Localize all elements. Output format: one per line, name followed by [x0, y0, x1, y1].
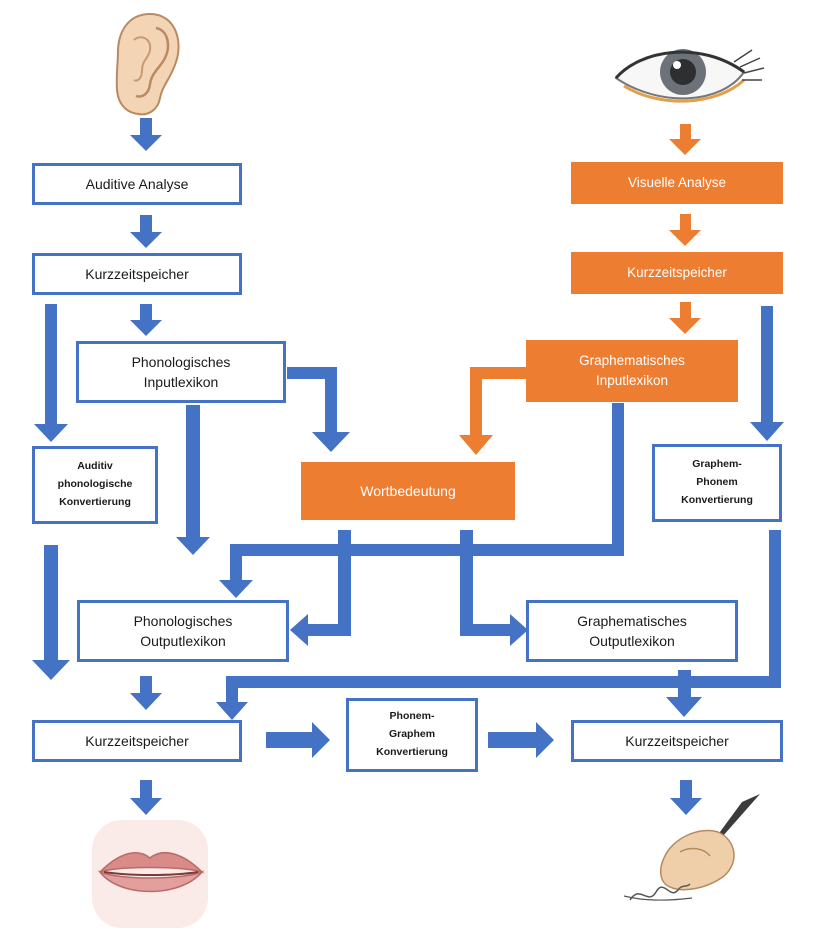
arrow-kurzzeit-to-hand — [670, 780, 702, 815]
label-wortbedeutung: Wortbedeutung — [360, 482, 456, 499]
arrow-kurzzeit-to-apk — [34, 304, 68, 442]
label-kurzzeitspeicher-writing: Kurzzeitspeicher — [625, 732, 729, 749]
label-visuelle-analyse: Visuelle Analyse — [627, 175, 727, 191]
arrow-kurzzeit-to-graph-input — [669, 302, 701, 334]
label-phonem-graphem-konvertierung: Phonem- Graphem Konvertierung — [376, 710, 448, 758]
box-auditiv-phonologische-konvertierung: Auditiv phonologische Konvertierung — [32, 446, 158, 524]
arrow-graph-output-to-kurzzeit-writing — [666, 670, 702, 717]
box-graphematisches-outputlexikon: Graphematisches Outputlexikon — [526, 600, 738, 662]
arrow-kurzzeit-to-pgk — [266, 722, 330, 758]
box-phonologisches-outputlexikon: Phonologisches Outputlexikon — [77, 600, 289, 662]
arrow-kurzzeit-to-lips — [130, 780, 162, 815]
box-phonem-graphem-konvertierung: Phonem- Graphem Konvertierung — [346, 698, 478, 772]
arrow-phon-input-to-wortbedeutung — [287, 367, 350, 452]
arrow-ear-to-auditive — [130, 118, 162, 151]
arrow-graph-input-to-phon-output — [219, 403, 624, 598]
lips-icon — [92, 820, 208, 928]
label-kurzzeitspeicher-auditory: Kurzzeitspeicher — [85, 265, 189, 282]
box-auditive-analyse: Auditive Analyse — [32, 163, 242, 205]
box-phonologisches-inputlexikon: Phonologisches Inputlexikon — [76, 341, 286, 403]
box-visuelle-analyse: Visuelle Analyse — [571, 162, 783, 204]
label-phonologisches-inputlexikon: Phonologisches Inputlexikon — [131, 353, 231, 390]
arrow-phon-output-to-kurzzeit-speech — [130, 676, 162, 710]
box-kurzzeitspeicher-auditory: Kurzzeitspeicher — [32, 253, 242, 295]
box-kurzzeitspeicher-writing: Kurzzeitspeicher — [571, 720, 783, 762]
arrow-kurzzeit-to-gpk — [750, 306, 784, 441]
label-graphem-phonem-konvertierung: Graphem- Phonem Konvertierung — [681, 458, 753, 506]
ear-icon — [115, 12, 180, 116]
label-kurzzeitspeicher-visual: Kurzzeitspeicher — [627, 265, 727, 281]
box-kurzzeitspeicher-visual: Kurzzeitspeicher — [571, 252, 783, 294]
label-auditiv-phonologische-konvertierung: Auditiv phonologische Konvertierung — [57, 460, 133, 508]
label-auditive-analyse: Auditive Analyse — [85, 175, 189, 192]
arrow-pgk-to-kurzzeit-writing — [488, 722, 554, 758]
arrow-auditive-to-kurzzeit — [130, 215, 162, 248]
box-graphematisches-inputlexikon: Graphematisches Inputlexikon — [526, 340, 738, 402]
arrow-kurzzeit-to-phon-input — [130, 304, 162, 336]
arrow-visuelle-to-kurzzeit — [669, 214, 701, 246]
arrow-gpk-to-kurzzeit-speech — [216, 530, 781, 720]
arrow-phon-input-to-phon-output — [176, 405, 210, 555]
box-graphem-phonem-konvertierung: Graphem- Phonem Konvertierung — [652, 444, 782, 522]
label-graphematisches-outputlexikon: Graphematisches Outputlexikon — [577, 612, 687, 649]
eye-icon — [614, 49, 765, 103]
arrow-apk-to-kurzzeit-speech — [32, 545, 70, 680]
arrow-eye-to-visuelle — [669, 124, 701, 155]
box-wortbedeutung: Wortbedeutung — [301, 462, 515, 520]
arrow-graph-input-to-wortbedeutung — [459, 367, 526, 455]
label-phonologisches-outputlexikon: Phonologisches Outputlexikon — [133, 612, 233, 649]
label-graphematisches-inputlexikon: Graphematisches Inputlexikon — [579, 353, 685, 388]
arrow-wortbedeutung-to-graph-output — [460, 530, 528, 646]
writing-hand-icon — [623, 794, 760, 901]
arrow-wortbedeutung-to-phon-output — [290, 530, 351, 646]
box-kurzzeitspeicher-speech: Kurzzeitspeicher — [32, 720, 242, 762]
label-kurzzeitspeicher-speech: Kurzzeitspeicher — [85, 732, 189, 749]
